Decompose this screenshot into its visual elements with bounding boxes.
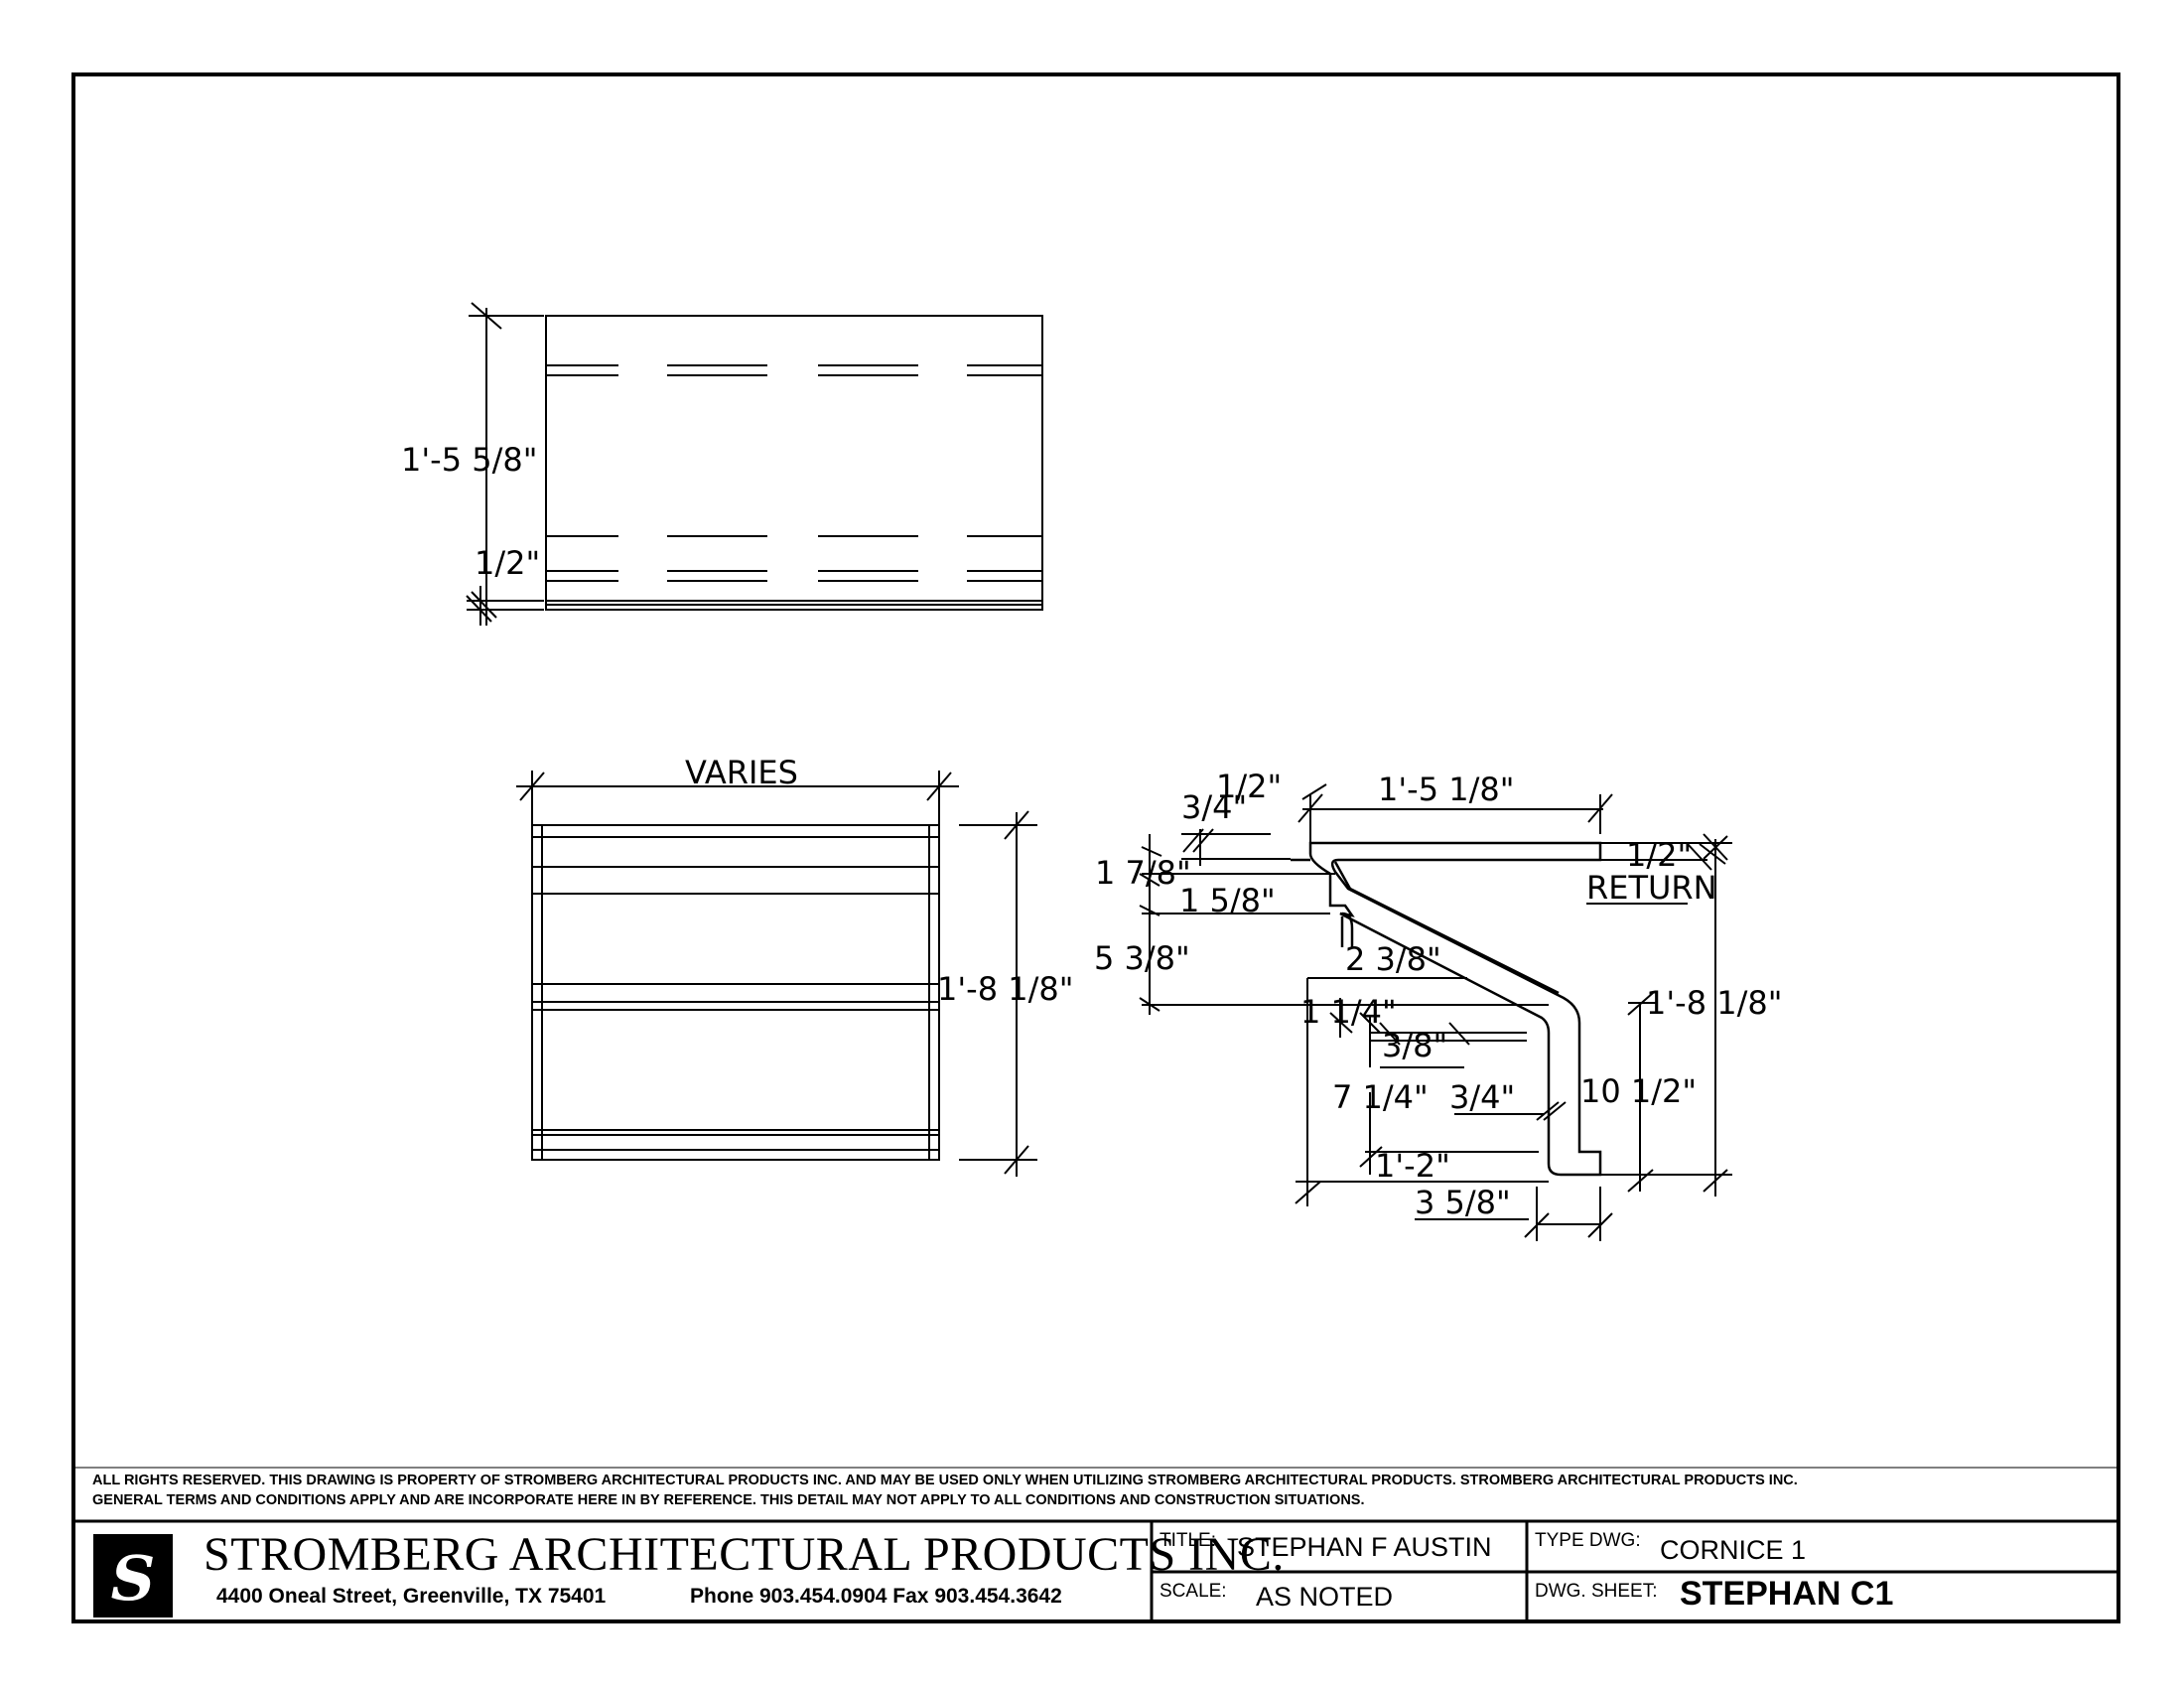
sec-flange-height: 1 7/8" [1095, 854, 1191, 892]
sec-foot: 3 5/8" [1415, 1184, 1511, 1221]
disclaimer: ALL RIGHTS RESERVED. THIS DRAWING IS PRO… [92, 1471, 2117, 1510]
front-view [516, 771, 1037, 1177]
sec-lower-height: 7 1/4" [1332, 1078, 1429, 1116]
sec-upper-height: 5 3/8" [1094, 939, 1190, 977]
sec-step-small: 3/8" [1382, 1027, 1447, 1064]
type-dwg-value: CORNICE 1 [1660, 1535, 1807, 1565]
hidden-lines-upper [546, 364, 1042, 376]
dwg-sheet-label: DWG. SHEET: [1535, 1581, 1658, 1602]
sec-overall-height: 1'-8 1/8" [1646, 984, 1782, 1022]
company-phone-fax: Phone 903.454.0904 Fax 903.454.3642 [690, 1585, 1062, 1608]
type-dwg-label: TYPE DWG: [1535, 1530, 1641, 1551]
sec-top-width: 1'-5 1/8" [1378, 771, 1514, 808]
sec-top-gap: 1/2" [1216, 768, 1282, 805]
svg-text:S: S [111, 1542, 156, 1615]
front-view-outline [531, 824, 940, 1161]
top-height-dim: 1'-5 5/8" [401, 441, 537, 479]
sheet-border [71, 72, 2120, 1623]
sec-fascia-height: 10 1/2" [1580, 1072, 1697, 1110]
company-name: STROMBERG ARCHITECTURAL PRODUCTS INC. [204, 1528, 1285, 1581]
title-value: STEPHAN F AUSTIN [1237, 1532, 1492, 1562]
front-height-dimension [959, 810, 1037, 1177]
sec-return-thk: 1/2" [1626, 836, 1692, 874]
company-address: 4400 Oneal Street, Greenville, TX 75401 [216, 1585, 607, 1608]
title-label: TITLE: [1160, 1530, 1217, 1551]
section-dimensions [1139, 783, 1732, 1241]
disclaimer-line-2: GENERAL TERMS AND CONDITIONS APPLY AND A… [92, 1492, 1365, 1508]
sec-step: 1 1/4" [1300, 993, 1397, 1031]
top-view [466, 302, 1043, 626]
front-width-dimension [516, 771, 959, 824]
section-inner-profile [1333, 861, 1560, 995]
disclaimer-line-1: ALL RIGHTS RESERVED. THIS DRAWING IS PRO… [92, 1473, 1798, 1488]
company-logo: S [93, 1534, 173, 1618]
front-width-dim: VARIES [685, 754, 798, 791]
sec-offset: 2 3/8" [1345, 940, 1441, 978]
dwg-sheet-value: STEPHAN C1 [1680, 1575, 1894, 1613]
scale-value: AS NOTED [1256, 1582, 1394, 1612]
top-lip-dim: 1/2" [475, 544, 540, 582]
hidden-lines-lower [546, 535, 1042, 582]
top-view-outline [545, 315, 1043, 611]
sec-return-label: RETURN [1586, 869, 1717, 907]
sec-lower-thk: 3/4" [1449, 1078, 1515, 1116]
front-height-dim: 1'-8 1/8" [937, 970, 1073, 1008]
scale-label: SCALE: [1160, 1581, 1227, 1602]
sec-bead-height: 1 5/8" [1179, 882, 1276, 919]
sec-depth: 1'-2" [1375, 1147, 1450, 1185]
top-view-dimension [466, 302, 544, 626]
sec-left-lip: 3/4" [1181, 788, 1247, 826]
